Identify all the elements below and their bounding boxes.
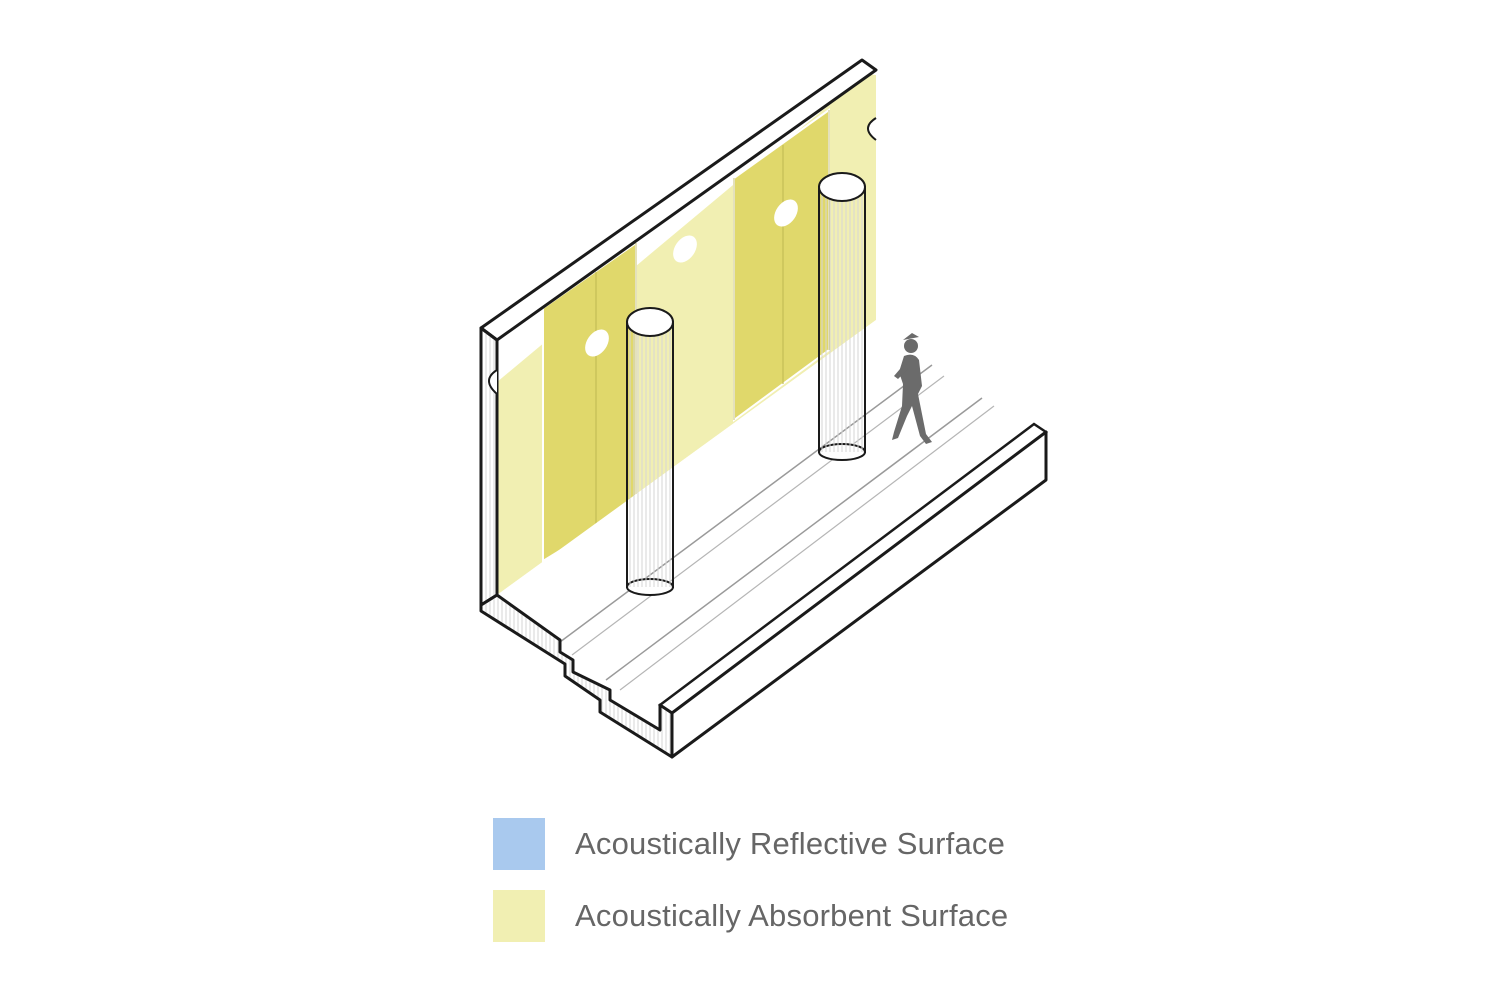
step-edge [571,375,945,656]
floor-section-cut [479,593,674,759]
walking-person-icon [892,333,932,444]
wall-light-opening [673,235,697,263]
legend-swatch-reflective [493,818,545,870]
wall-light-opening [585,329,609,357]
legend-item-reflective: Acoustically Reflective Surface [493,818,1113,870]
wall-niche [867,117,877,141]
wall-section-cut [479,326,499,607]
legend-label-reflective: Acoustically Reflective Surface [575,826,1006,861]
legend-item-absorbent: Acoustically Absorbent Surface [493,890,1113,942]
legend-swatch-absorbent [493,890,545,942]
wall-niche [488,369,498,395]
step-edge [559,364,933,643]
step-two [610,392,1034,705]
step-edge [605,397,983,681]
legend-label-absorbent: Acoustically Absorbent Surface [575,898,1009,933]
column-left [626,307,674,596]
step-one [560,360,985,675]
isometric-section-diagram [479,58,1049,759]
step-edge [619,405,995,691]
column-right [818,172,866,461]
legend: Acoustically Reflective Surface Acoustic… [493,818,1113,962]
wall-light-opening [774,199,798,227]
